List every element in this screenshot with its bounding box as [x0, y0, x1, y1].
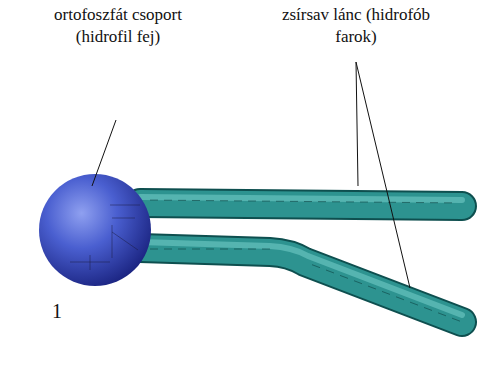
chain-mark — [452, 318, 460, 321]
chain-mark — [318, 201, 326, 202]
chain-mark — [396, 297, 404, 300]
leader-line — [92, 120, 116, 186]
chain-mark — [262, 201, 270, 202]
chain-mark — [290, 201, 298, 202]
chain-mark — [220, 249, 228, 250]
chain-mark — [234, 200, 242, 201]
part-label: ortofoszfát csoport (hidrofil fej) — [31, 4, 206, 48]
chain-mark — [360, 202, 368, 203]
chain-mark — [416, 202, 424, 203]
chain-mark — [326, 270, 334, 273]
chain-formula-marks — [150, 200, 460, 321]
chain-mark — [368, 286, 376, 289]
head-formula-marks — [70, 205, 140, 270]
fatty-acid-tail-fill — [140, 203, 462, 206]
fatty-acid-tail-fill — [140, 248, 462, 322]
chain-mark — [374, 202, 382, 203]
chain-mark — [444, 202, 452, 203]
figure-number: 1 — [42, 300, 72, 322]
chain-mark — [192, 249, 200, 250]
chain-mark — [276, 201, 284, 202]
chain-mark — [382, 291, 390, 294]
chain-mark — [192, 200, 200, 201]
chain-mark — [346, 201, 354, 202]
chain-mark — [438, 313, 446, 316]
fatty-acid-tail — [140, 203, 462, 206]
chain-mark — [248, 249, 256, 250]
phosphate-head — [39, 174, 151, 286]
chain-mark — [354, 281, 362, 284]
part-label: zsírsav lánc (hidrofób farok) — [281, 4, 431, 48]
chain-mark — [178, 200, 186, 201]
chain-mark — [424, 307, 432, 310]
chain-mark — [234, 249, 242, 250]
chain-mark — [340, 275, 348, 278]
chain-mark — [178, 249, 186, 250]
chain-mark — [150, 200, 158, 201]
leader-line — [356, 62, 358, 186]
leader-line — [356, 62, 410, 288]
chain-mark — [402, 202, 410, 203]
chain-mark — [262, 249, 270, 250]
chain-mark — [206, 200, 214, 201]
tail-highlight — [140, 197, 462, 200]
chain-mark — [312, 265, 320, 268]
chain-mark — [304, 201, 312, 202]
chain-mark — [220, 200, 228, 201]
chain-mark — [430, 202, 438, 203]
tail-highlight — [140, 242, 462, 315]
chain-mark — [206, 249, 214, 250]
chain-mark — [150, 249, 158, 250]
chain-mark — [248, 201, 256, 202]
chain-mark — [332, 201, 340, 202]
fatty-acid-tail — [140, 248, 462, 322]
chain-mark — [164, 249, 172, 250]
chain-mark — [410, 302, 418, 305]
chain-mark — [164, 200, 172, 201]
